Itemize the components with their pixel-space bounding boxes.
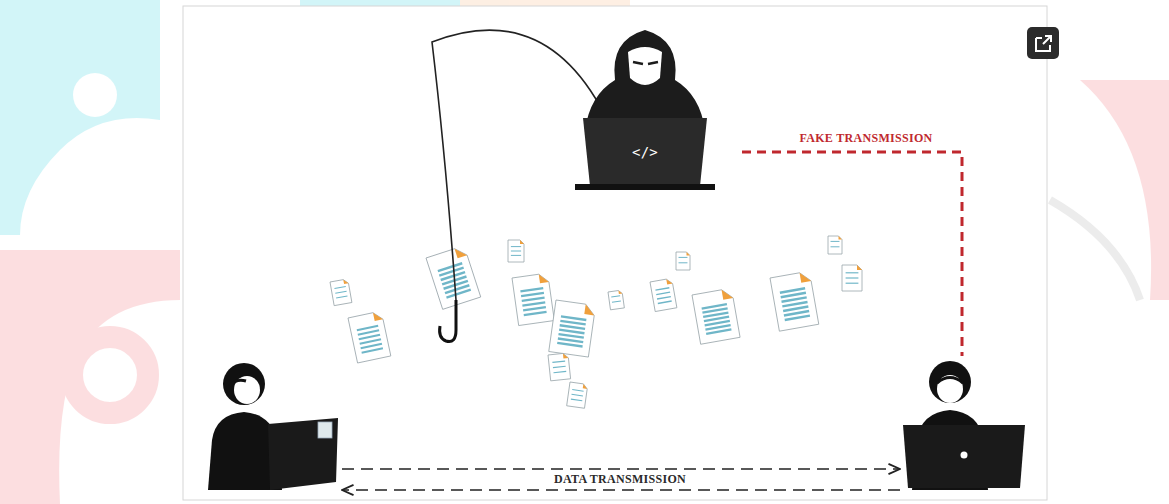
document-icon	[842, 265, 862, 291]
fake-transmission-line	[742, 152, 962, 356]
data-transmission-label: DATA TRANSMISSION	[551, 472, 689, 486]
document-icon	[548, 353, 571, 381]
document-icon	[567, 382, 588, 408]
screen-code: </>	[629, 144, 661, 160]
data-transmission-arrow	[342, 468, 900, 470]
hacker	[575, 30, 715, 190]
fake-transmission-label: FAKE TRANSMISSION	[796, 131, 935, 145]
document-icon	[549, 300, 596, 357]
data-transmission-arrow	[342, 489, 900, 491]
left-user	[208, 363, 338, 490]
document-icon	[508, 240, 524, 262]
fishing-hook	[440, 300, 456, 342]
documents	[330, 236, 862, 408]
panel	[183, 6, 1047, 500]
document-icon	[676, 252, 690, 270]
document-icon	[770, 271, 819, 331]
expand-icon	[1027, 27, 1059, 59]
document-icon	[650, 278, 677, 311]
document-icon	[330, 279, 352, 306]
fishing-line	[432, 30, 600, 300]
document-icon	[608, 290, 624, 310]
document-icon	[512, 273, 554, 326]
document-icon	[348, 311, 391, 363]
document-icon	[692, 288, 740, 344]
document-icon	[828, 236, 842, 254]
right-user	[903, 361, 1025, 490]
